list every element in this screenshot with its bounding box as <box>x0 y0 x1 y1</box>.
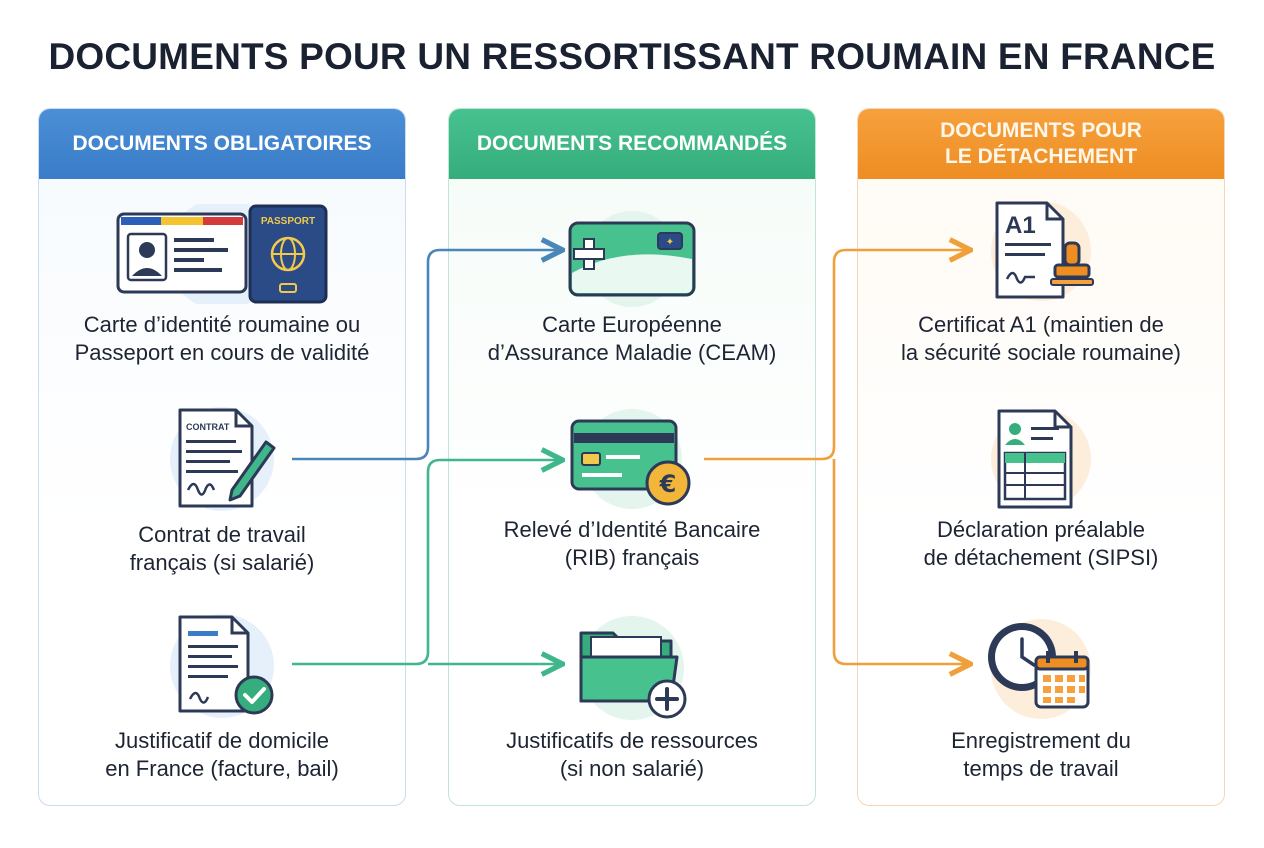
page-title: DOCUMENTS POUR UN RESSORTISSANT ROUMAIN … <box>48 36 1216 77</box>
label-line: Passeport en cours de validité <box>74 340 370 365</box>
document-check-icon <box>170 614 274 718</box>
label-line: la sécurité sociale roumaine) <box>900 340 1182 365</box>
label-line: Certificat A1 (maintien de <box>918 312 1164 337</box>
label-line: Justificatifs de ressources <box>506 728 758 753</box>
id-card-passport-icon: PASSPORT <box>116 204 328 304</box>
label-line: Carte Européenne <box>542 312 722 337</box>
label-line: Justificatif de domicile <box>115 728 329 753</box>
label-line: Carte d’identité roumaine ou <box>83 312 361 337</box>
bank-card-euro-icon: € <box>570 409 691 509</box>
item-label: Justificatifs de ressources (si non sala… <box>449 727 815 783</box>
header-line: DOCUMENTS OBLIGATOIRES <box>72 132 372 155</box>
label-line: Contrat de travail <box>138 522 306 547</box>
label-line: temps de travail <box>963 756 1119 781</box>
item-label: Déclaration préalable de détachement (SI… <box>858 516 1224 572</box>
column-header-recommandes: DOCUMENTS RECOMMANDÉS <box>449 109 815 179</box>
item-label: Contrat de travail français (si salarié) <box>39 521 405 577</box>
column-header-obligatoires: DOCUMENTS OBLIGATOIRES <box>39 109 405 179</box>
label-line: d’Assurance Maladie (CEAM) <box>487 340 777 365</box>
item-label: Certificat A1 (maintien de la sécurité s… <box>858 311 1224 367</box>
svg-text:✦: ✦ <box>666 237 674 248</box>
header-line: LE DÉTACHEMENT <box>944 145 1138 168</box>
column-detachement: DOCUMENTS POUR LE DÉTACHEMENT A1 Certifi… <box>857 108 1225 806</box>
contract-text: CONTRAT <box>186 422 230 432</box>
label-line: français (si salarié) <box>129 550 315 575</box>
item-label: Carte Européenne d’Assurance Maladie (CE… <box>449 311 815 367</box>
label-line: (si non salarié) <box>559 756 705 781</box>
clock-calendar-icon <box>988 619 1091 719</box>
folder-plus-icon <box>579 616 687 720</box>
label-line: Enregistrement du <box>951 728 1131 753</box>
label-line: Déclaration préalable <box>937 517 1145 542</box>
column-recommandes: DOCUMENTS RECOMMANDÉS ✦ Carte Européenne… <box>448 108 816 806</box>
label-line: (RIB) français <box>564 545 700 570</box>
label-line: Relevé d’Identité Bancaire <box>503 517 761 542</box>
euro-symbol: € <box>659 470 677 498</box>
header-line: DOCUMENTS RECOMMANDÉS <box>476 132 788 155</box>
declaration-form-icon <box>991 409 1091 509</box>
label-line: de détachement (SIPSI) <box>923 545 1159 570</box>
item-label: Enregistrement du temps de travail <box>858 727 1224 783</box>
contract-pen-icon: CONTRAT <box>170 407 276 511</box>
health-card-icon: ✦ <box>568 211 696 307</box>
item-label: Relevé d’Identité Bancaire (RIB) françai… <box>449 516 815 572</box>
column-obligatoires: DOCUMENTS OBLIGATOIRES PASSPORT Carte d’… <box>38 108 406 806</box>
item-label: Justificatif de domicile en France (fact… <box>39 727 405 783</box>
passport-text: PASSPORT <box>261 216 315 227</box>
column-header-detachement: DOCUMENTS POUR LE DÉTACHEMENT <box>858 109 1224 179</box>
a1-text: A1 <box>1005 212 1036 239</box>
certificate-stamp-icon: A1 <box>991 201 1094 301</box>
item-label: Carte d’identité roumaine ou Passeport e… <box>39 311 405 367</box>
header-line: DOCUMENTS POUR <box>940 119 1142 142</box>
label-line: en France (facture, bail) <box>105 756 339 781</box>
